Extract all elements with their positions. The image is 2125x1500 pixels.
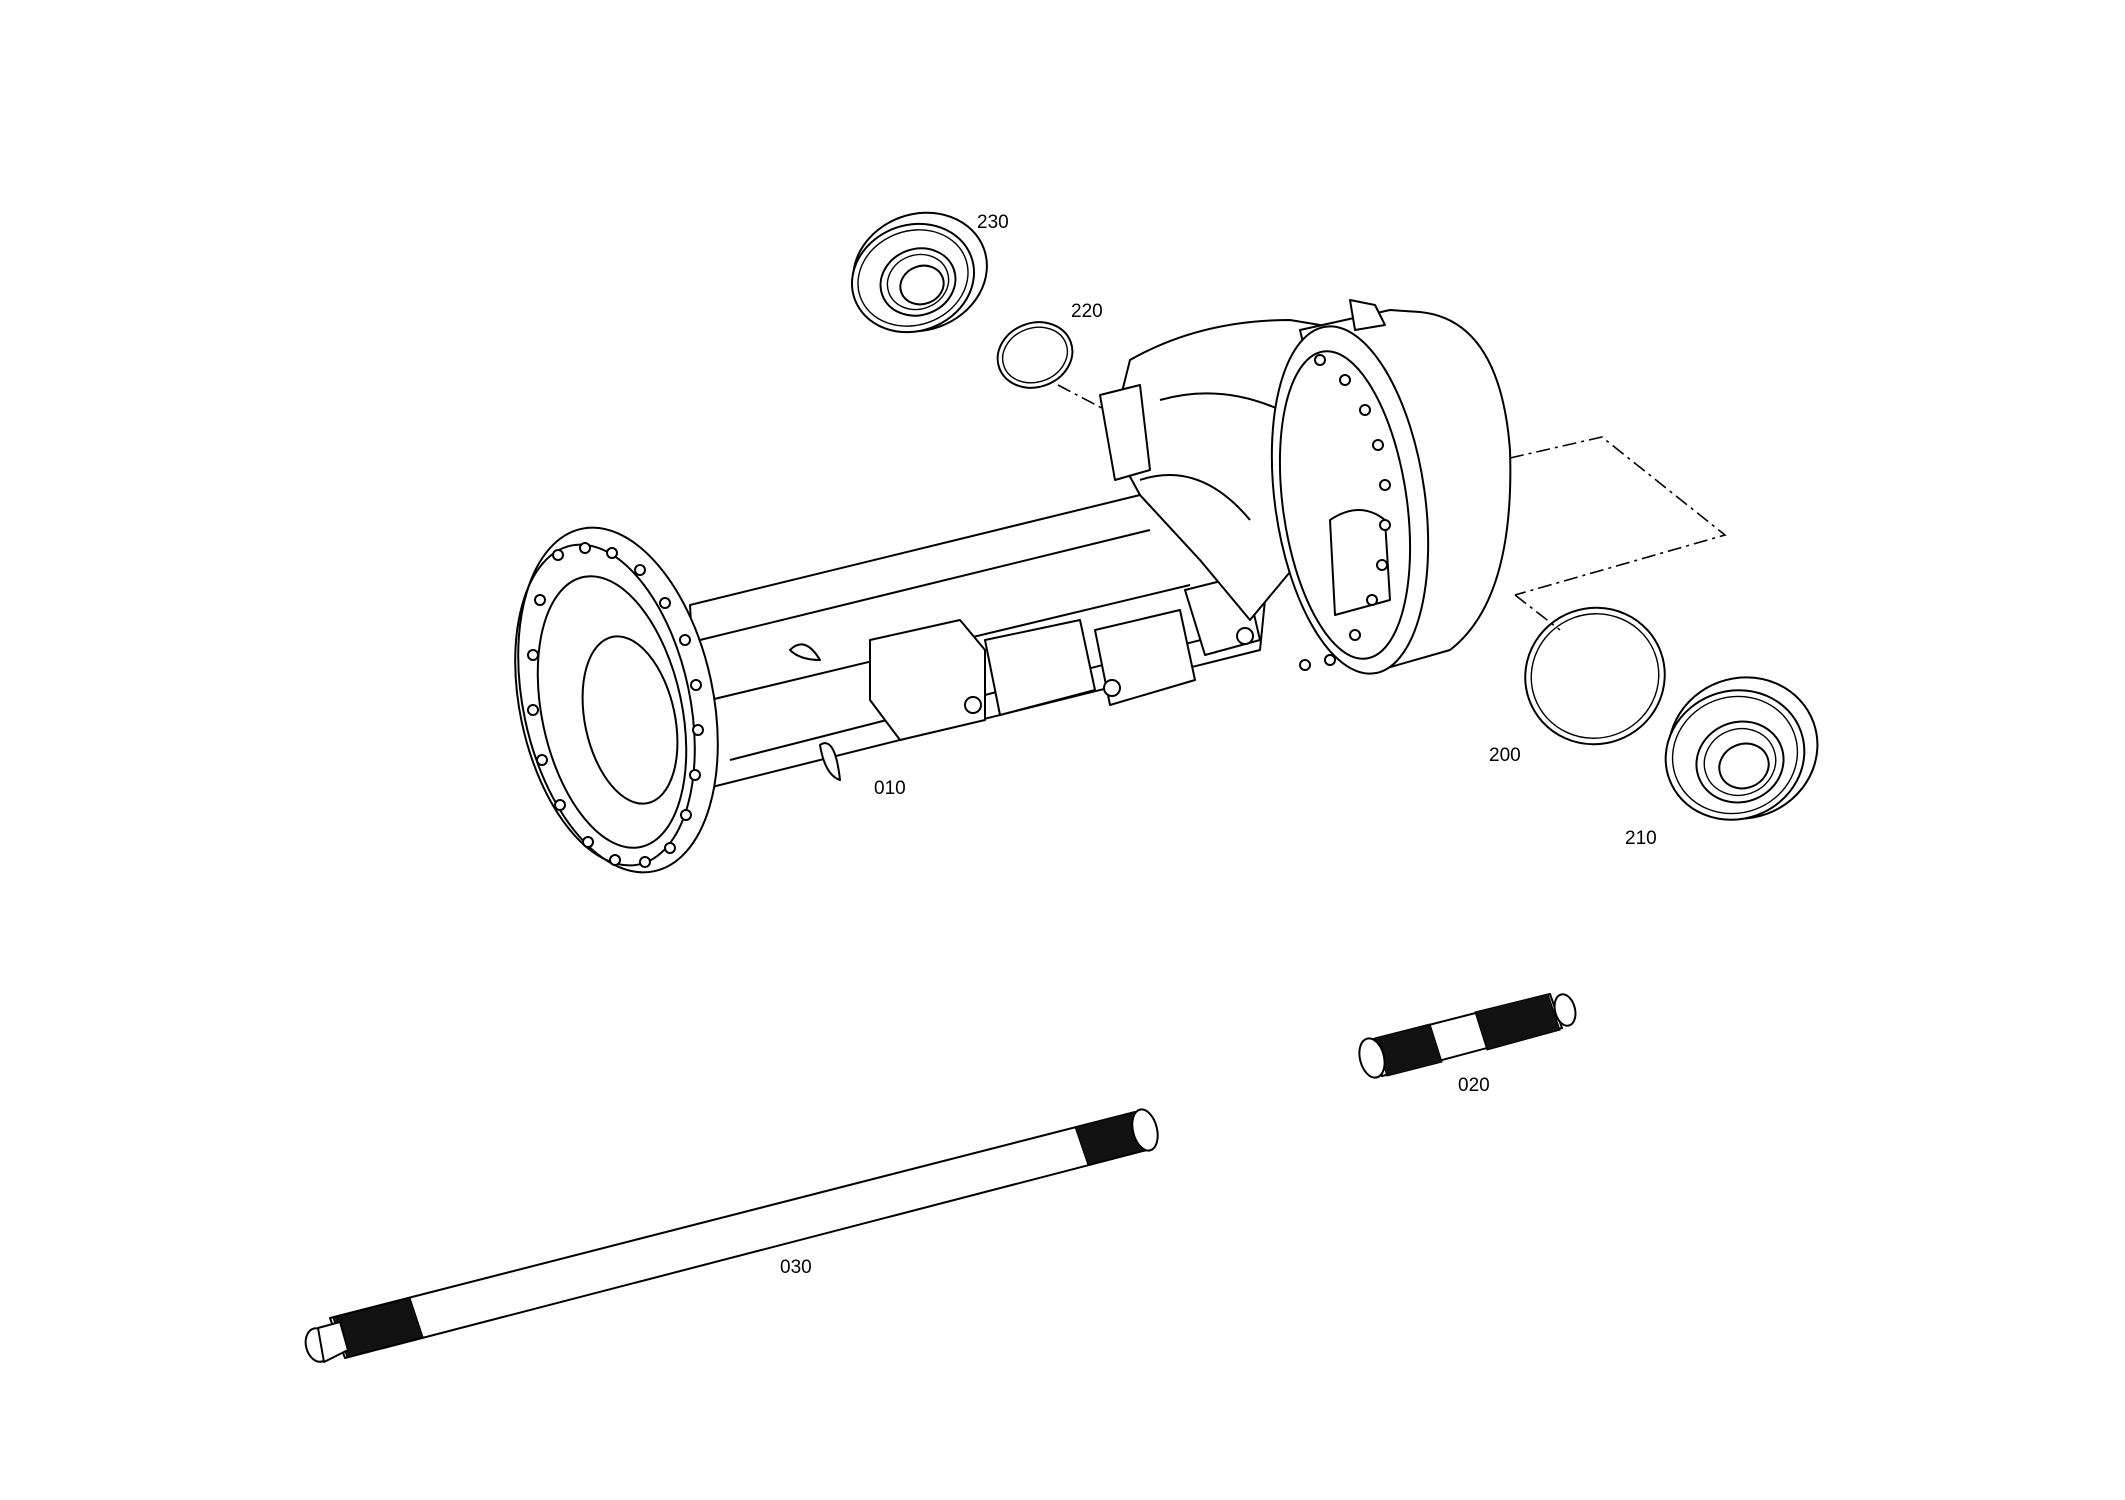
bearing-230[interactable] bbox=[836, 194, 1003, 350]
axle-housing-010[interactable] bbox=[488, 299, 1512, 891]
left-flange-bolt-holes bbox=[527, 542, 704, 868]
bearing-210[interactable] bbox=[1647, 657, 1837, 840]
ring-220[interactable] bbox=[988, 312, 1081, 398]
shaft-030[interactable] bbox=[302, 1107, 1161, 1365]
label-230: 230 bbox=[977, 212, 1009, 233]
label-210: 210 bbox=[1625, 828, 1657, 849]
assembly-line-200 bbox=[1514, 594, 1561, 631]
label-020: 020 bbox=[1458, 1075, 1490, 1096]
label-200: 200 bbox=[1489, 745, 1521, 766]
label-220: 220 bbox=[1071, 301, 1103, 322]
right-drum-bolt-holes bbox=[1299, 354, 1391, 671]
assembly-line-housing-right bbox=[1509, 436, 1727, 596]
label-030: 030 bbox=[780, 1257, 812, 1278]
shaft-020[interactable] bbox=[1356, 992, 1579, 1080]
assembly-line-220 bbox=[1057, 384, 1116, 416]
label-010: 010 bbox=[874, 778, 906, 799]
ring-200[interactable] bbox=[1506, 588, 1684, 764]
